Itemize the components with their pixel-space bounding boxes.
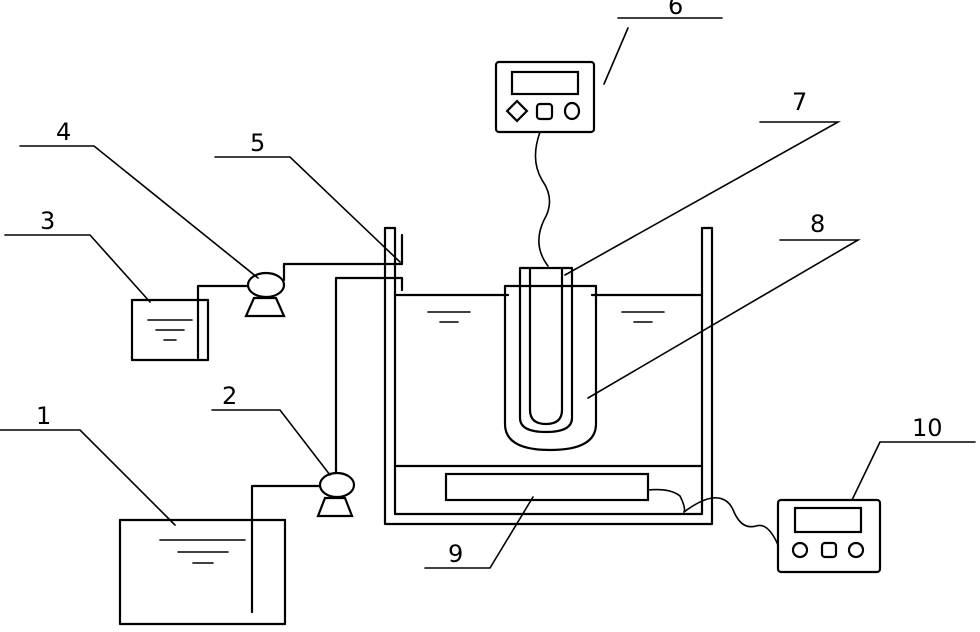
- main-bath-tank: [383, 226, 714, 526]
- pump-4: [244, 271, 286, 318]
- label-5: 5: [250, 129, 265, 157]
- label-6: 6: [668, 0, 683, 20]
- label-4: 4: [56, 118, 71, 146]
- label-9: 9: [448, 540, 463, 568]
- label-7: 7: [792, 88, 807, 116]
- electrode-7: [518, 266, 574, 434]
- pump-2: [316, 471, 356, 518]
- labels: 1 2 3 4 5 6 7 8 9 10: [36, 0, 943, 568]
- controller-10: [683, 496, 882, 574]
- label-1: 1: [36, 402, 51, 430]
- label-8: 8: [810, 210, 825, 238]
- leader-lines: [0, 17, 976, 569]
- label-10: 10: [912, 414, 943, 442]
- tank-3: [130, 298, 210, 362]
- label-3: 3: [40, 207, 55, 235]
- label-2: 2: [222, 382, 237, 410]
- tank-1: [118, 518, 287, 626]
- controller-6: [494, 60, 596, 267]
- heater-9: [444, 472, 686, 513]
- pipe-network: [196, 233, 404, 614]
- vessel-8: [503, 284, 598, 452]
